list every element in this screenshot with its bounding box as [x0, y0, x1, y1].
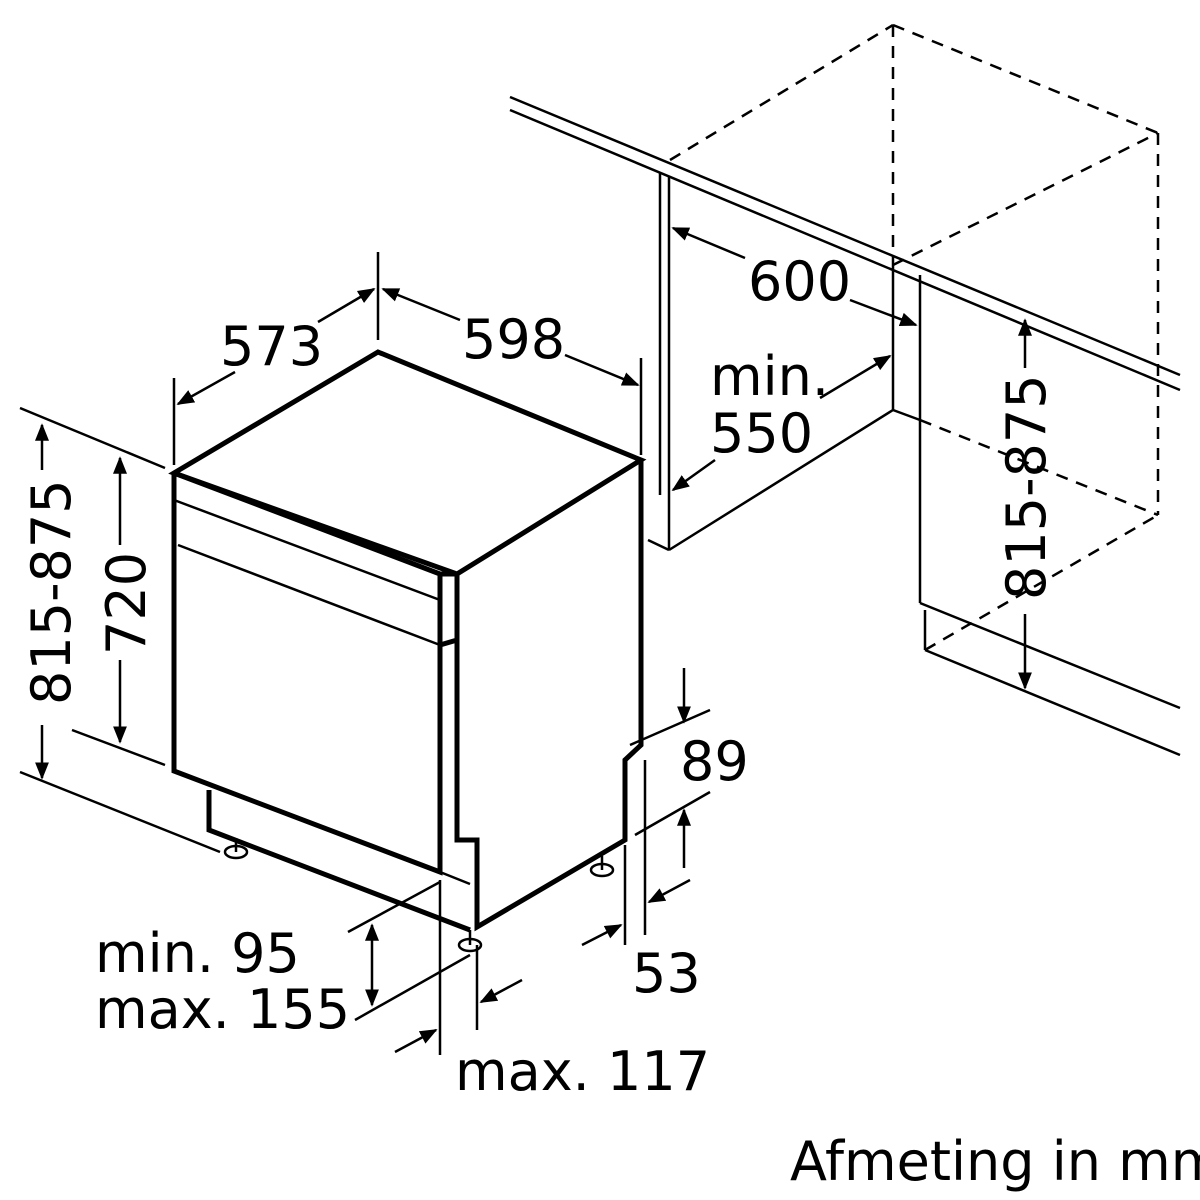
niche-depth-550-label: 550	[710, 402, 813, 465]
dimension-53-label: 53	[632, 942, 701, 1005]
niche-height-815-875-label: 815-875	[995, 374, 1058, 600]
max-117-label: max. 117	[455, 1040, 710, 1103]
plinth-min-label: min. 95	[95, 922, 300, 985]
width-598-label: 598	[462, 308, 565, 371]
height-815-875-left-label: 815-875	[20, 479, 83, 705]
niche-width-600-label: 600	[748, 250, 851, 313]
cabinet-niche	[509, 23, 1181, 757]
niche-depth-min-label: min.	[710, 345, 829, 408]
dishwasher-body	[168, 349, 647, 953]
dimension-89-label: 89	[680, 730, 749, 793]
height-720-label: 720	[95, 552, 158, 655]
units-caption: Afmeting in mm	[790, 1130, 1200, 1193]
depth-573-label: 573	[220, 315, 323, 378]
dimension-lines	[19, 226, 1032, 1055]
plinth-max-label: max. 155	[95, 978, 350, 1041]
